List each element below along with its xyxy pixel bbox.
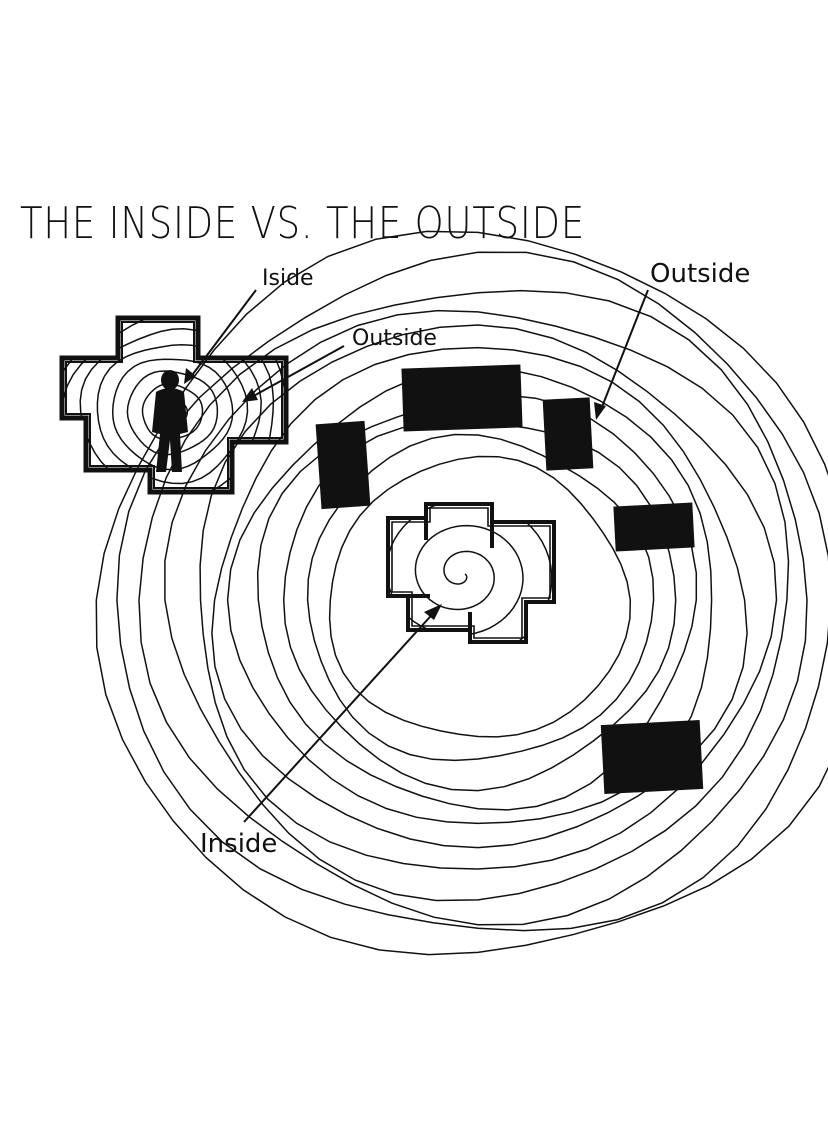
block-bottom-right [600, 719, 704, 795]
left-inside-arrow [189, 289, 257, 379]
ring-line [164, 309, 790, 902]
block-top [401, 364, 523, 432]
block-right [613, 502, 695, 552]
inner-cross-outline [386, 502, 556, 644]
left-outside-arrow [249, 345, 345, 399]
left-cross-outline [59, 315, 289, 495]
diagram-title: THE INSIDE VS. THE OUTSIDE [20, 198, 585, 249]
person-silhouette [152, 370, 188, 472]
ring-line [226, 366, 713, 825]
right-figure: Outside Inside [95, 230, 828, 956]
right-outside-arrow [599, 289, 649, 413]
ring-line [116, 251, 828, 932]
ring-line [138, 289, 808, 926]
block-top-right [542, 397, 594, 471]
ring-line [388, 504, 554, 642]
ring-line [141, 382, 204, 441]
block-left [315, 420, 371, 510]
ring-line [199, 324, 778, 870]
inner-spiral [388, 504, 554, 642]
right-outside-label: Outside [650, 259, 750, 289]
right-inside-label: Inside [200, 829, 277, 859]
ring-line [328, 455, 632, 738]
right-inside-arrow [243, 607, 439, 823]
building-blocks [315, 364, 704, 795]
left-figure: Iside Outside [59, 266, 437, 495]
ring-line [95, 230, 828, 956]
